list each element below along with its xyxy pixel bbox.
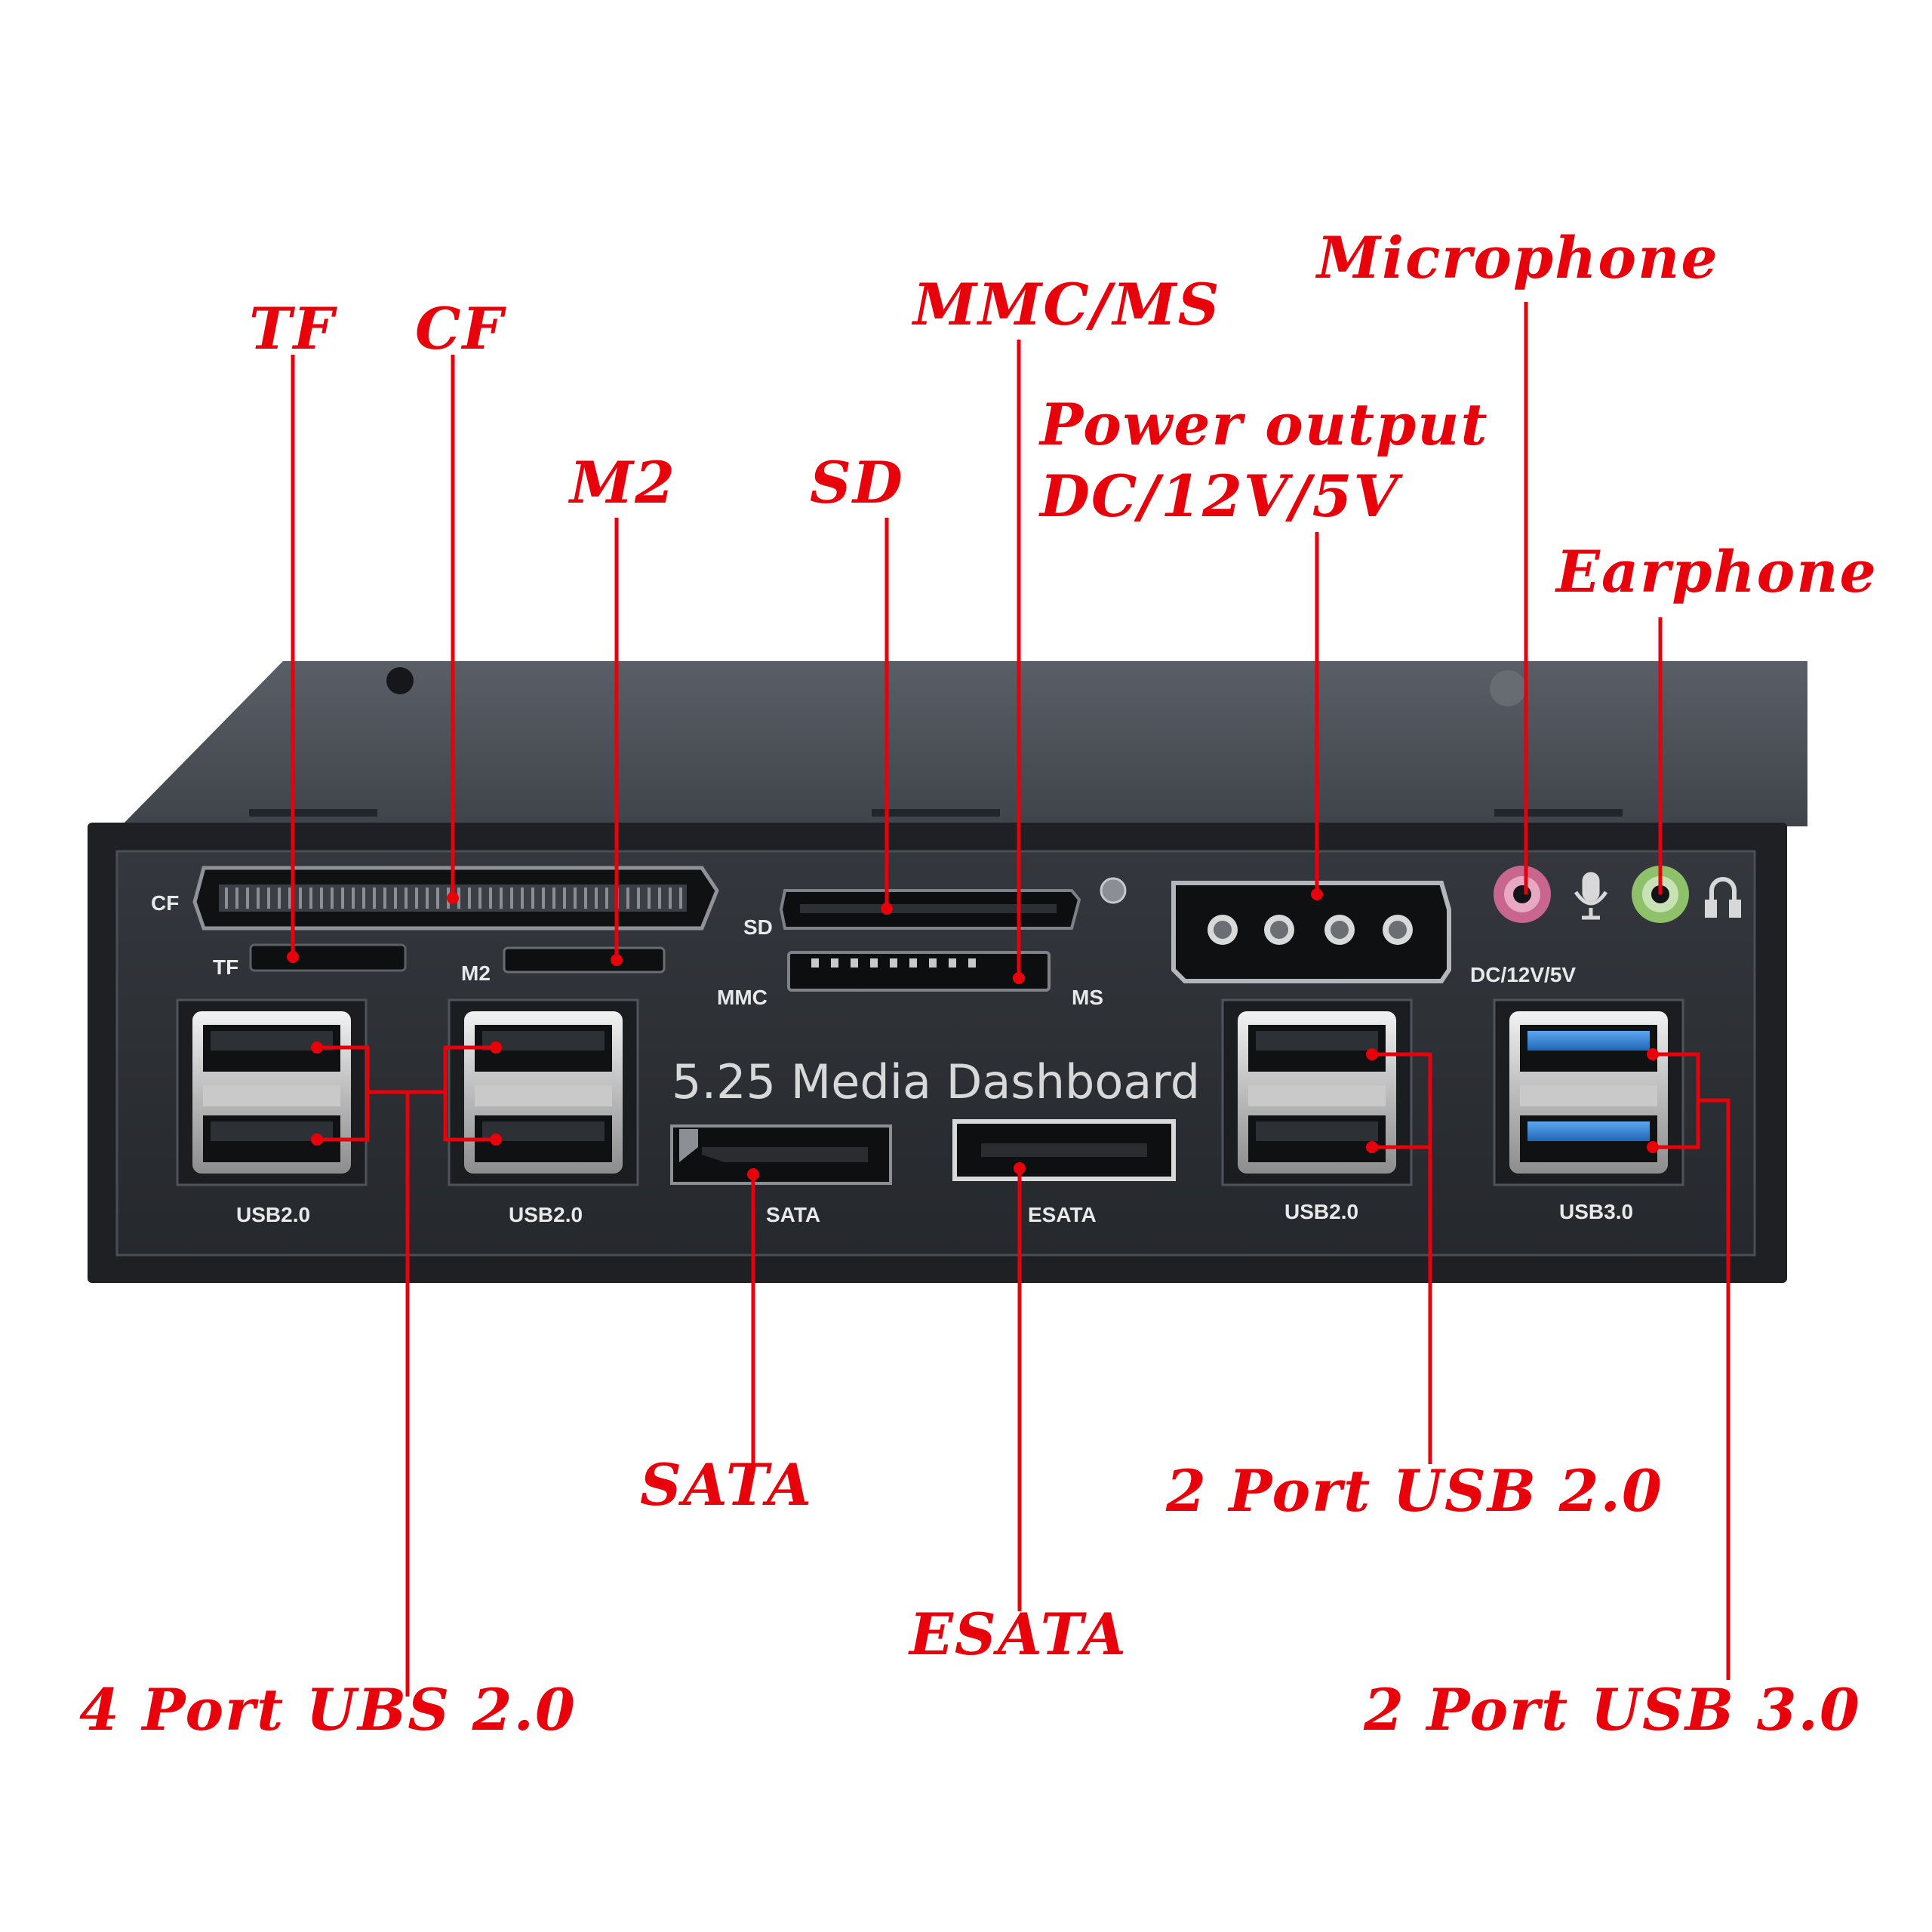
microphone-icon — [1574, 872, 1608, 920]
callout-earphone: Earphone — [1556, 538, 1878, 605]
usb2-stack-a[interactable] — [176, 998, 368, 1186]
annotation-lines — [291, 302, 1730, 1697]
callout-sata: SATA — [640, 1451, 814, 1518]
tf-slot[interactable] — [249, 943, 407, 972]
panel-label-esata: ESATA — [1028, 1203, 1097, 1226]
panel-label-usb3: USB3.0 — [1559, 1200, 1634, 1223]
microphone-jack[interactable] — [1494, 866, 1551, 923]
usb2-stack-c[interactable] — [1221, 998, 1413, 1186]
callout-tf: TF — [249, 295, 336, 362]
enclosure-top — [121, 661, 1807, 826]
panel-label-usb-b: USB2.0 — [509, 1203, 583, 1226]
panel-label-tf: TF — [213, 955, 239, 979]
activity-led — [1100, 877, 1127, 904]
mmc-ms-slot[interactable] — [787, 951, 1051, 992]
usb3-stack[interactable] — [1493, 998, 1684, 1186]
enclosure-screw-hole — [386, 667, 414, 694]
callout-power-line2: DC/12V/5V — [1040, 463, 1400, 530]
panel-label-usb-c: USB2.0 — [1284, 1200, 1359, 1223]
callout-m2: M2 — [570, 449, 677, 516]
panel-label-sd: SD — [743, 915, 773, 939]
panel-label-cf: CF — [151, 891, 180, 915]
annotation-dots — [287, 888, 1659, 1180]
panel-title: 5.25 Media Dashboard — [672, 1054, 1201, 1109]
sd-slot[interactable] — [779, 889, 1081, 930]
m2-slot[interactable] — [503, 946, 666, 974]
callout-esata: ESATA — [909, 1601, 1128, 1668]
panel-label-m2: M2 — [461, 961, 491, 985]
usb2-stack-b[interactable] — [448, 998, 639, 1186]
callout-cf: CF — [415, 295, 505, 362]
panel-label-mmc: MMC — [717, 986, 768, 1009]
callout-sd: SD — [810, 449, 904, 516]
callout-usb30-2port: 2 Port USB 3.0 — [1364, 1676, 1861, 1743]
sata-port[interactable] — [670, 1124, 892, 1185]
callout-power-line1: Power output — [1040, 391, 1489, 458]
callout-usb20-2port: 2 Port USB 2.0 — [1166, 1457, 1663, 1524]
callout-usb20-4port: 4 Port UBS 2.0 — [79, 1676, 577, 1743]
esata-port[interactable] — [952, 1119, 1176, 1181]
callout-microphone: Microphone — [1317, 224, 1719, 291]
panel-label-usb-a: USB2.0 — [236, 1203, 311, 1226]
panel-label-ms: MS — [1072, 986, 1103, 1009]
panel-label-sata: SATA — [766, 1203, 821, 1226]
headphone-icon — [1705, 877, 1741, 918]
panel-label-power: DC/12V/5V — [1470, 963, 1577, 986]
molex-power-connector[interactable] — [1171, 881, 1451, 983]
callout-mmc-ms: MMC/MS — [913, 271, 1221, 338]
